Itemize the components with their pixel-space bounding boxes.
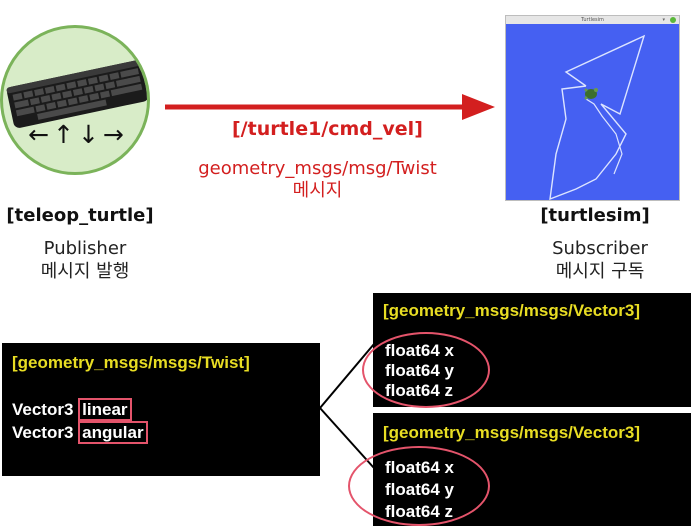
- twist-field-angular: Vector3 angular: [12, 421, 148, 444]
- keyboard-circle: ←↑↓→: [0, 25, 150, 175]
- subscriber-role: Subscriber 메시지 구독: [510, 237, 690, 283]
- twist-field-linear: Vector3 linear: [12, 398, 132, 421]
- topic-arrow: [165, 94, 495, 120]
- twist-box-title: [geometry_msgs/msgs/Twist]: [12, 353, 250, 372]
- arrow-keys-label: ←↑↓→: [28, 120, 128, 149]
- minimize-icon[interactable]: ▾: [662, 17, 665, 23]
- highlight-ellipse: [362, 332, 490, 408]
- twist-box: [geometry_msgs/msgs/Twist] Vector3 linea…: [2, 343, 320, 476]
- turtlesim-window: Turtlesim ▾: [505, 15, 680, 201]
- message-type-label: geometry_msgs/msg/Twist 메시지: [175, 158, 460, 202]
- field-name-angular: angular: [78, 421, 148, 444]
- keyboard-icon: [6, 59, 147, 128]
- publisher-role-text: Publisher: [43, 238, 127, 259]
- field-name-linear: linear: [78, 398, 132, 421]
- close-icon[interactable]: [670, 17, 676, 23]
- subscriber-desc-text: 메시지 구독: [555, 261, 645, 282]
- message-word: 메시지: [292, 180, 343, 201]
- subscriber-node-name: [turtlesim]: [540, 205, 650, 226]
- publisher-desc-text: 메시지 발행: [40, 261, 130, 282]
- field-type: Vector3: [12, 400, 74, 419]
- turtle-path-canvas: [549, 34, 646, 200]
- highlight-ellipse: [348, 446, 490, 526]
- field-type: Vector3: [12, 423, 74, 442]
- connector-lines: [319, 343, 375, 469]
- message-type: geometry_msgs/msg/Twist: [198, 158, 437, 179]
- window-title: Turtlesim: [506, 16, 679, 24]
- vector3-box-title: [geometry_msgs/msgs/Vector3]: [383, 423, 640, 442]
- vector3-box-title: [geometry_msgs/msgs/Vector3]: [383, 301, 640, 320]
- subscriber-role-text: Subscriber: [552, 238, 648, 259]
- topic-name: [/turtle1/cmd_vel]: [232, 118, 423, 140]
- publisher-role: Publisher 메시지 발행: [0, 237, 170, 283]
- turtle-icon: [584, 88, 598, 100]
- publisher-node-name: [teleop_turtle]: [6, 205, 154, 226]
